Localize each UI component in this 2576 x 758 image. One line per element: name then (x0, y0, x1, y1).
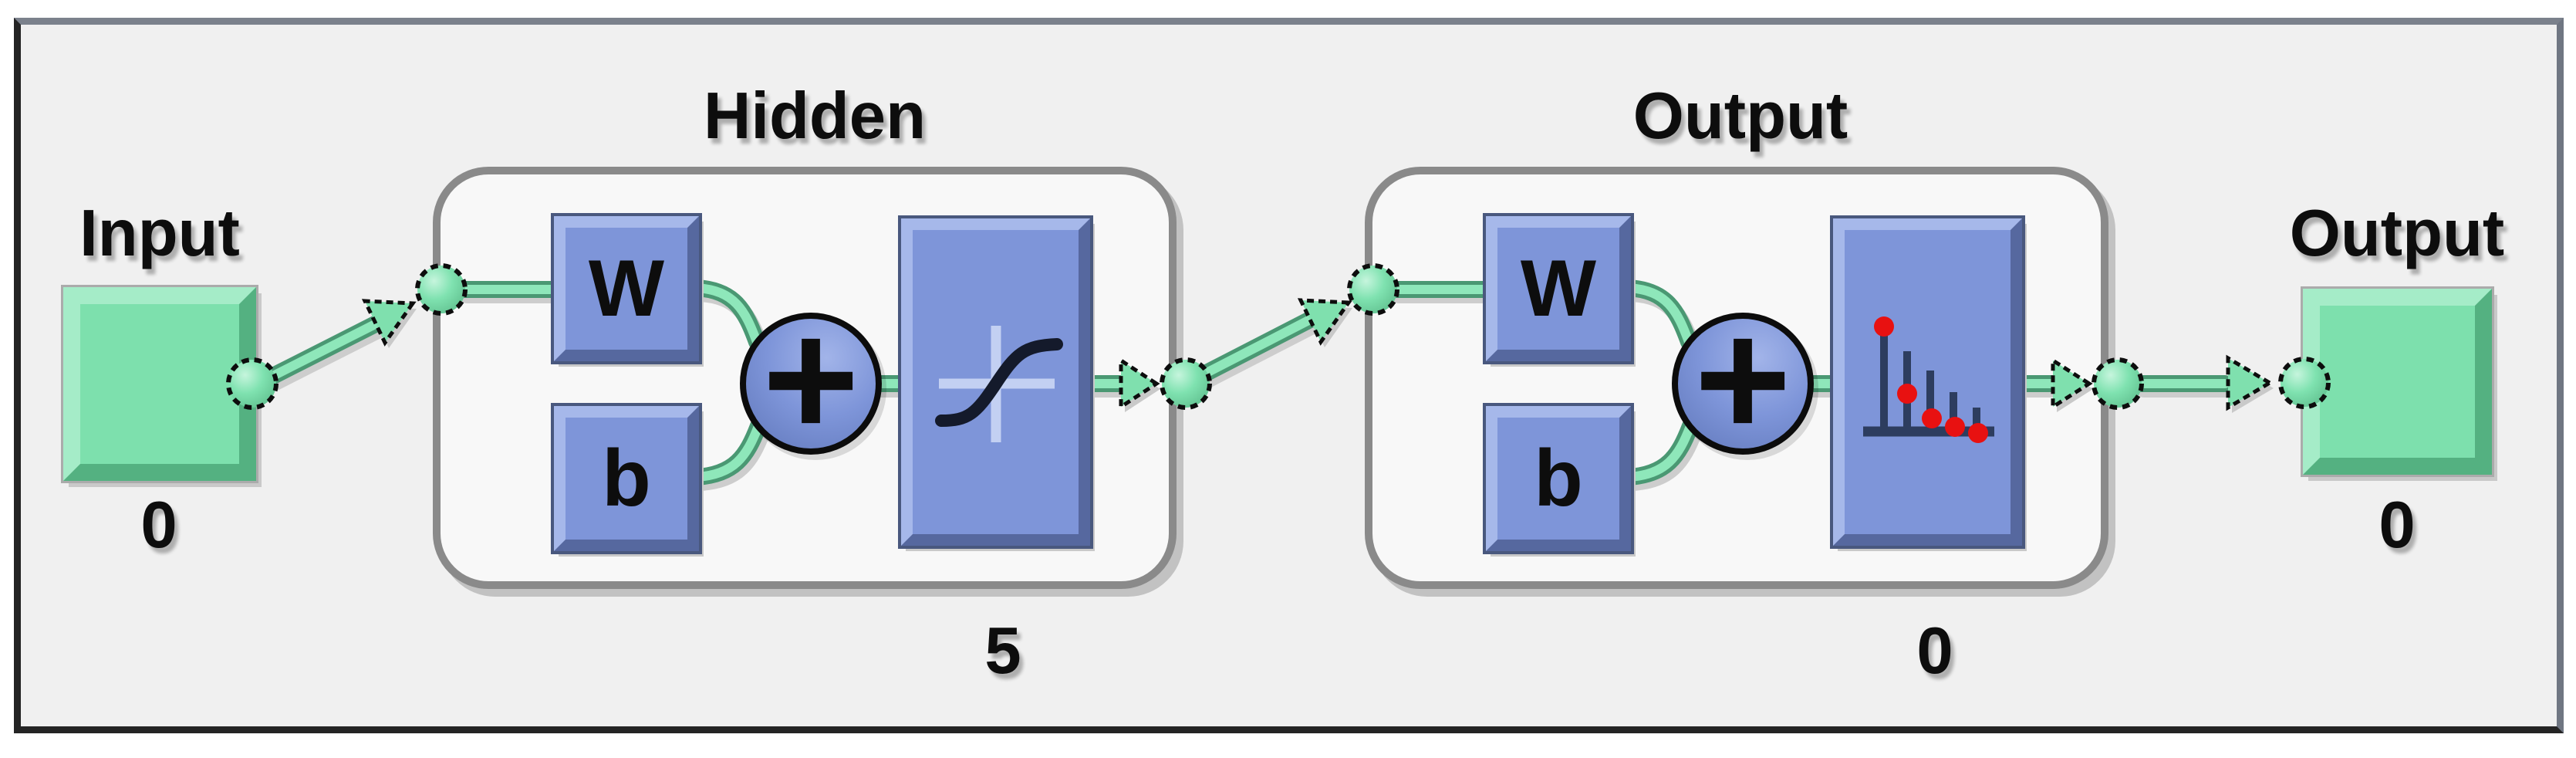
weight-label: W (588, 244, 665, 333)
arrowhead-icons (361, 298, 2274, 411)
hidden-weight-block: W (551, 213, 702, 364)
bias-label: b (1534, 434, 1583, 523)
arrowhead-icon (2051, 357, 2093, 411)
hidden-sum-node: + (740, 296, 882, 462)
wire-fills (267, 283, 2230, 482)
arrowhead-icon (2226, 354, 2274, 411)
output-entry-port-dot (1347, 263, 1399, 316)
weight-label: W (1520, 244, 1597, 333)
output-label: Output (2289, 197, 2505, 270)
output-sum-node: + (1672, 296, 1814, 462)
output-size-value: 0 (2378, 489, 2416, 562)
arrowhead-icon (361, 299, 417, 347)
output-port-dot (2278, 357, 2331, 409)
arrowhead-icon (1119, 357, 1160, 411)
bias-label: b (602, 434, 651, 523)
output-layer-title: Output (1632, 80, 1848, 153)
hidden-exit-port-dot (1160, 357, 1212, 410)
output-weight-block: W (1483, 213, 1634, 364)
input-label: Input (79, 197, 240, 270)
input-size-value: 0 (140, 489, 177, 562)
input-port-dot (226, 357, 279, 410)
hidden-bias-block: b (551, 403, 702, 554)
output-layer-size-value: 0 (1916, 614, 1953, 688)
output-bias-block: b (1483, 403, 1634, 554)
hidden-layer-size-value: 5 (984, 614, 1021, 688)
stem-plot-icon (1863, 316, 1994, 443)
output-exit-port-dot (2092, 357, 2144, 410)
hidden-transfer-block (898, 215, 1093, 549)
tansig-sigmoid-curve-icon (935, 326, 1063, 442)
input-block (61, 285, 258, 483)
output-transfer-block (1830, 215, 2025, 549)
hidden-layer-title: Hidden (703, 80, 927, 153)
hidden-entry-port-dot (415, 263, 468, 316)
arrowhead-icon (1297, 298, 1352, 346)
